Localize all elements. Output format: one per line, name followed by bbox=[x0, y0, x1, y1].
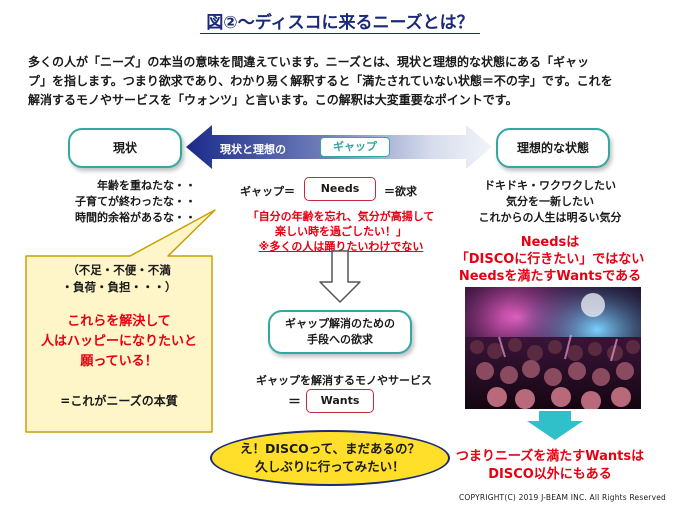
bubble-pain-line: （不足・不便・不満 bbox=[67, 263, 171, 277]
means-box: ギャップ解消のための 手段への欲求 bbox=[268, 310, 412, 354]
needs-statement-line: Needsを満たすWantsである bbox=[458, 269, 642, 284]
conclusion-text: つまりニーズを満たすWantsは DISCO以外にもある bbox=[440, 448, 660, 484]
conclusion-arrow bbox=[527, 411, 583, 440]
page-title: 図②～ディスコに来るニーズとは？ bbox=[206, 13, 474, 33]
voice-line: え！DISCOって、まだあるの？ bbox=[239, 441, 421, 456]
conclusion-line: DISCO以外にもある bbox=[488, 467, 612, 482]
voice-line: 久しぶりに行ってみたい！ bbox=[255, 459, 405, 474]
quote-line: 楽しい時を過ごしたい！」 bbox=[275, 225, 407, 238]
title-underline bbox=[200, 33, 480, 34]
means-line: 手段への欲求 bbox=[307, 333, 373, 346]
gap-pill: ギャップ bbox=[320, 137, 390, 157]
bubble-content: （不足・不便・不満 ・負荷・負担・・・） これらを解決して 人はハッピーになりた… bbox=[26, 260, 212, 409]
intro-line: 解消するモノやサービスを「ウォンツ」と言います。この解釈は大変重要なポイントです… bbox=[28, 93, 518, 107]
gap-equals-label: ギャップ＝ bbox=[240, 185, 295, 198]
bubble-desire-line: 人はハッピーになりたいと bbox=[40, 334, 197, 349]
needs-quote: 「自分の年齢を忘れ、気分が高揚して 楽しい時を過ごしたい！」 ※多くの人は踊りた… bbox=[228, 209, 454, 254]
bubble-conclusion: =これがニーズの本質 bbox=[60, 394, 178, 408]
down-arrow bbox=[319, 250, 361, 303]
wants-equals: ＝ bbox=[288, 395, 302, 410]
ideal-state-item: 気分を一新したい bbox=[506, 195, 594, 208]
ideal-state-item: ドキドキ・ワクワクしたい bbox=[484, 179, 616, 192]
wants-pill: Wants bbox=[306, 389, 374, 413]
needs-statement-line: 「DISCOに行きたい」ではない bbox=[455, 252, 645, 267]
intro-paragraph: 多くの人が「ニーズ」の本当の意味を間違えています。ニーズとは、現状と理想的な状態… bbox=[28, 53, 658, 110]
quote-line: 「自分の年齢を忘れ、気分が高揚して bbox=[247, 210, 435, 223]
voice-ellipse: え！DISCOって、まだあるの？ 久しぶりに行ってみたい！ bbox=[210, 430, 450, 486]
means-line: ギャップ解消のための bbox=[285, 317, 395, 330]
quote-note: ※多くの人は踊りたいわけでない bbox=[258, 240, 424, 253]
bubble-desire-line: 願っている！ bbox=[80, 354, 158, 369]
copyright: COPYRIGHT(C) 2019 J-BEAM INC. All Rights… bbox=[459, 493, 666, 502]
ideal-state-label: 理想的な状態 bbox=[516, 141, 589, 155]
current-state-box: 現状 bbox=[68, 128, 182, 168]
intro-line: プ」を指します。つまり欲求であり、わかり易く解釈すると「満たされていない状態＝不… bbox=[28, 74, 613, 88]
desire-label: ＝欲求 bbox=[384, 185, 417, 198]
needs-pill: Needs bbox=[304, 177, 376, 201]
bubble-pain-line: ・負荷・負担・・・） bbox=[61, 280, 177, 294]
needs-statement-line: Needsは bbox=[520, 235, 580, 250]
disco-photo bbox=[465, 287, 641, 409]
ideal-state-box: 理想的な状態 bbox=[496, 128, 610, 168]
current-state-label: 現状 bbox=[112, 141, 137, 155]
ideal-state-list: ドキドキ・ワクワクしたい 気分を一新したい これからの人生は明るい気分 bbox=[460, 178, 640, 226]
intro-line: 多くの人が「ニーズ」の本当の意味を間違えています。ニーズとは、現状と理想的な状態… bbox=[28, 55, 590, 69]
wants-text: Wants bbox=[320, 394, 360, 407]
conclusion-line: つまりニーズを満たすWantsは bbox=[455, 449, 645, 464]
means-label: ギャップを解消するモノやサービス bbox=[256, 374, 432, 387]
gap-pill-label: ギャップ bbox=[333, 140, 377, 153]
bubble-desire-line: これらを解決して bbox=[67, 314, 171, 329]
current-state-item: 時間的余裕があるな・・ bbox=[75, 211, 196, 224]
current-state-item: 子育てが終わったな・・ bbox=[75, 195, 196, 208]
current-state-item: 年齢を重ねたな・・ bbox=[97, 179, 196, 192]
needs-statement: Needsは 「DISCOに行きたい」ではない Needsを満たすWantsであ… bbox=[440, 234, 660, 285]
ideal-state-item: これからの人生は明るい気分 bbox=[478, 211, 622, 224]
needs-text: Needs bbox=[320, 182, 360, 195]
gap-arrow-label: 現状と理想の bbox=[220, 143, 286, 156]
current-state-list: 年齢を重ねたな・・ 子育てが終わったな・・ 時間的余裕があるな・・ bbox=[20, 178, 196, 226]
